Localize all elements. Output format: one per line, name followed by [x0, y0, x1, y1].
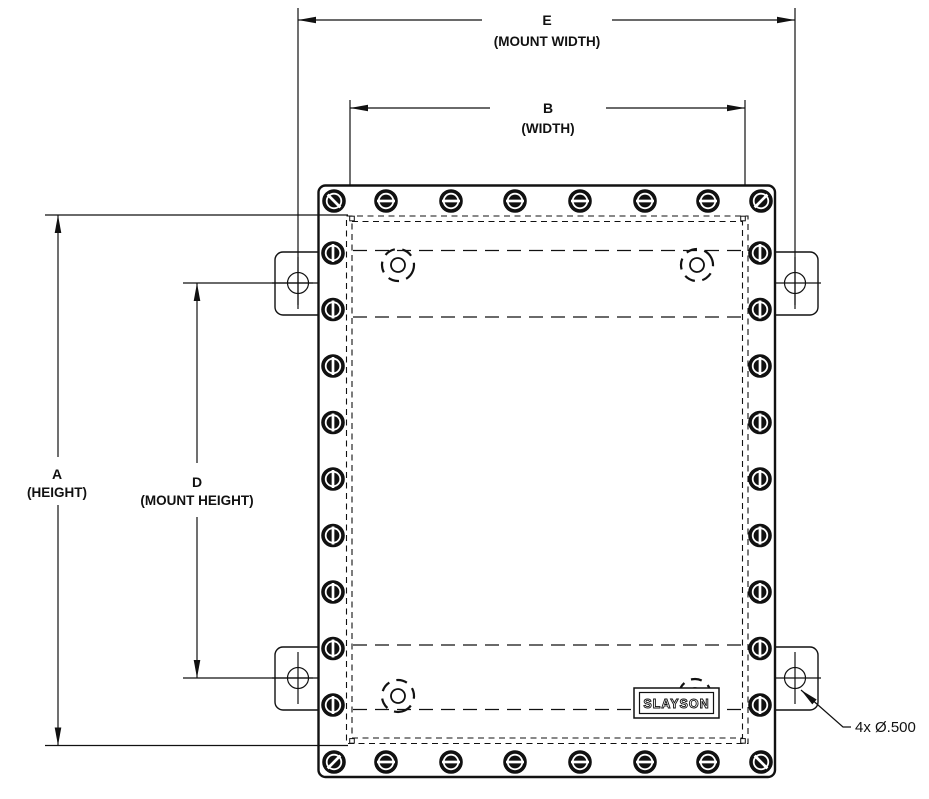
corner-key-icon — [740, 215, 746, 222]
dim-label-height: (HEIGHT) — [27, 485, 87, 500]
flange-bolt-icon — [633, 750, 657, 774]
flange-bolt-icon — [696, 189, 720, 213]
dim-letter-a: A — [52, 466, 62, 482]
flange-bolt-icon — [748, 580, 772, 604]
flange-bolt-icon — [321, 523, 345, 548]
dim-letter-b: B — [543, 100, 553, 116]
flange-bolt-icon — [321, 410, 345, 435]
dim-letter-d: D — [192, 474, 202, 490]
flange-bolt-icon — [748, 354, 772, 378]
corner-key-icon — [349, 215, 355, 222]
flange-bolt-icon — [503, 750, 527, 774]
dimension-mount-height: D (MOUNT HEIGHT) — [140, 282, 313, 679]
logo-nameplate: SLAYSON — [633, 687, 720, 719]
logo-text: SLAYSON — [643, 697, 709, 711]
dim-label-mount-width: (MOUNT WIDTH) — [494, 34, 600, 49]
hole-callout-text: 4x Ø.500 — [855, 719, 916, 736]
flange-bolt-icon — [321, 636, 345, 661]
flange-bolt-icon — [748, 523, 772, 548]
flange-bolt-icon — [321, 354, 345, 378]
corner-key-icon — [349, 738, 355, 744]
dimension-mount-width: E (MOUNT WIDTH) — [297, 8, 796, 305]
hole-callout: 4x Ø.500 — [798, 687, 916, 736]
flange-bolt-icon — [321, 693, 345, 717]
dimension-height: A (HEIGHT) — [27, 214, 348, 747]
flange-bolt-icon — [568, 189, 592, 213]
flange-bolt-icon — [748, 636, 772, 661]
flange-bolt-icon — [633, 189, 657, 213]
flange-bolt-icon — [568, 750, 592, 774]
hidden-body-edges — [345, 215, 749, 745]
flange-bolt-icon — [321, 241, 345, 265]
flange-bolt-icon — [374, 750, 398, 774]
dimension-width: B (WIDTH) — [349, 100, 746, 186]
flange-bolt-icon — [321, 580, 345, 604]
flange-bolt-icon — [374, 189, 398, 213]
flange-bolt-icon — [748, 467, 772, 491]
flange-bolt-icon — [321, 297, 345, 322]
flange-bolt-icon — [748, 241, 772, 265]
flange-bolt-icon — [748, 410, 772, 435]
corner-key-icon — [740, 738, 746, 744]
enclosure-flange-outline — [317, 184, 777, 779]
flange-bolt-icon — [696, 750, 720, 774]
flange-bolt-icon — [503, 189, 527, 213]
flange-bolt-icon — [321, 467, 345, 491]
flange-bolt-icon — [748, 693, 772, 717]
dim-label-width: (WIDTH) — [521, 121, 574, 136]
dim-label-mount-height: (MOUNT HEIGHT) — [140, 493, 253, 508]
flange-bolt-icon — [748, 297, 772, 322]
flange-bolt-icon — [439, 189, 463, 213]
dim-letter-e: E — [542, 12, 551, 28]
flange-bolt-icon — [439, 750, 463, 774]
